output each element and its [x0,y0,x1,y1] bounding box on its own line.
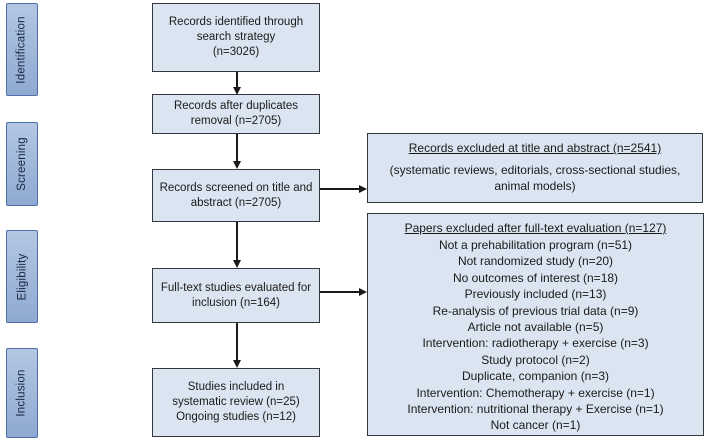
box-records-identified: Records identified through search strate… [152,3,320,72]
exclusion-reason: Not randomized study (n=20) [457,254,614,269]
box-text-line: systematic review (n=25) [172,396,300,408]
box-text-line: Full-text studies evaluated for [160,281,312,294]
box-text-line: Ongoing studies (n=12) [176,411,296,423]
exclusion-reason: Intervention: nutritional therapy + Exer… [407,402,664,417]
phase-label-identification: Identification [6,3,38,96]
arrow-head-right-1 [359,184,367,193]
exclusion-reason: Study protocol (n=2) [481,352,590,367]
arrow-head-right-2 [359,287,367,296]
box-text-line: Studies included in [187,381,285,393]
box-excluded-title-abstract: Records excluded at title and abstract (… [367,133,703,203]
box-text-line: removal (n=2705) [190,115,282,127]
arrow-line-down-1 [236,72,238,87]
arrow-line-right-2 [320,291,359,293]
exclusion-title: Papers excluded after full-text evaluati… [404,221,667,235]
box-text-line: inclusion (n=164) [192,296,280,309]
phase-label-eligibility: Eligibility [6,230,38,323]
box-studies-included: Studies included in systematic review (n… [152,368,320,437]
arrow-head-down-2 [232,161,241,169]
exclusion-reason: Article not available (n=5) [467,320,604,335]
exclusion-reason: Intervention: radiotherapy + exercise (n… [422,336,649,351]
exclusion-reason: Re-analysis of previous trial data (n=9) [432,303,639,318]
box-text-line: abstract (n=2705) [190,196,282,209]
exclusion-reason: Not a prehabilitation program (n=51) [438,238,633,252]
exclusion-reason: Not cancer (n=1) [490,418,581,433]
exclusion-reason: Duplicate, companion (n=3) [461,369,610,384]
box-text-line: Records after duplicates [173,100,298,112]
arrow-head-down-4 [232,360,241,368]
box-excluded-fulltext: Papers excluded after full-text evaluati… [367,213,704,436]
exclusion-reason: Previously included (n=13) [464,287,607,302]
box-text-line: search strategy [196,31,276,43]
phase-label-text: Eligibility [16,253,28,300]
phase-label-inclusion: Inclusion [6,348,38,438]
box-fulltext-evaluated: Full-text studies evaluated for inclusio… [152,268,320,323]
arrow-line-down-2 [236,134,238,162]
exclusion-reasons: (systematic reviews, editorials, cross-s… [389,163,681,193]
exclusion-reason: No outcomes of interest (n=18) [452,270,619,285]
exclusion-reason: Intervention: Chemotherapy + exercise (n… [416,385,655,400]
arrow-line-right-1 [320,188,359,190]
phase-label-screening: Screening [6,122,38,206]
box-text-line: Records screened on title and [159,181,313,194]
phase-label-text: Identification [16,15,28,84]
phase-label-text: Screening [16,137,28,191]
box-records-after-duplicates: Records after duplicates removal (n=2705… [152,94,320,134]
box-records-screened: Records screened on title and abstract (… [152,169,320,222]
arrow-head-down-3 [232,260,241,268]
phase-label-text: Inclusion [16,369,29,417]
arrow-line-down-3 [236,222,238,260]
box-text-line: (n=3026) [212,46,260,58]
arrow-head-down-1 [232,87,241,95]
exclusion-title: Records excluded at title and abstract (… [408,141,662,155]
box-text-line: Records identified through [168,16,304,28]
arrow-line-down-4 [236,323,238,360]
